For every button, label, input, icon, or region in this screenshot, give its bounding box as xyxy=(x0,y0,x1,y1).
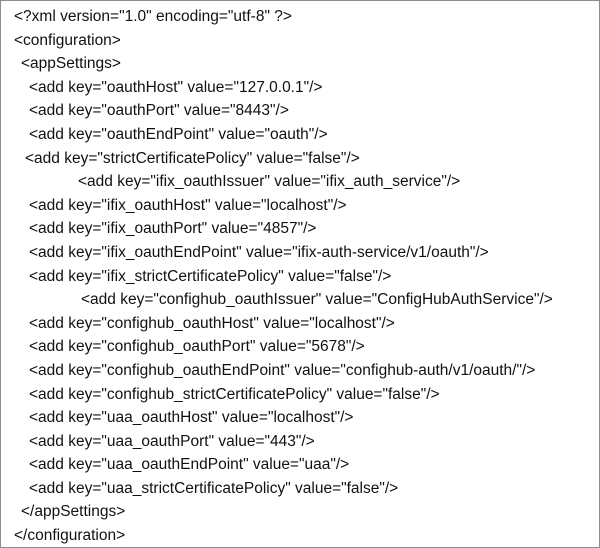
configuration-close-line: </configuration> xyxy=(14,527,126,545)
setting-line: <add key="ifix_oauthEndPoint" value="ifi… xyxy=(29,243,489,261)
setting-line: <add key="oauthHost" value="127.0.0.1"/> xyxy=(29,78,323,96)
appsettings-open-line: <appSettings> xyxy=(21,55,121,73)
setting-line: <add key="ifix_oauthPort" value="4857"/> xyxy=(29,220,317,238)
setting-line: <add key="confighub_oauthPort" value="56… xyxy=(29,338,365,356)
setting-line: <add key="uaa_oauthEndPoint" value="uaa"… xyxy=(29,456,350,474)
setting-line: <add key="ifix_oauthHost" value="localho… xyxy=(29,196,347,214)
setting-line: <add key="uaa_oauthPort" value="443"/> xyxy=(29,432,315,450)
setting-line: <add key="ifix_strictCertificatePolicy" … xyxy=(29,267,392,285)
setting-line: <add key="confighub_oauthEndPoint" value… xyxy=(29,361,536,379)
configuration-open-line: <configuration> xyxy=(14,31,121,49)
setting-line: <add key="uaa_strictCertificatePolicy" v… xyxy=(29,479,399,497)
setting-line: <add key="uaa_oauthHost" value="localhos… xyxy=(29,409,354,427)
setting-line: <add key="strictCertificatePolicy" value… xyxy=(25,149,360,167)
setting-line: <add key="oauthEndPoint" value="oauth"/> xyxy=(29,125,328,143)
setting-line: <add key="confighub_strictCertificatePol… xyxy=(29,385,440,403)
appsettings-close-line: </appSettings> xyxy=(21,503,126,521)
setting-line: <add key="confighub_oauthHost" value="lo… xyxy=(29,314,395,332)
setting-line: <add key="confighub_oauthIssuer" value="… xyxy=(81,291,553,309)
xml-declaration-line: <?xml version="1.0" encoding="utf-8" ?> xyxy=(14,8,292,25)
setting-line: <add key="oauthPort" value="8443"/> xyxy=(29,102,289,120)
setting-line: <add key="ifix_oauthIssuer" value="ifix_… xyxy=(78,173,461,191)
